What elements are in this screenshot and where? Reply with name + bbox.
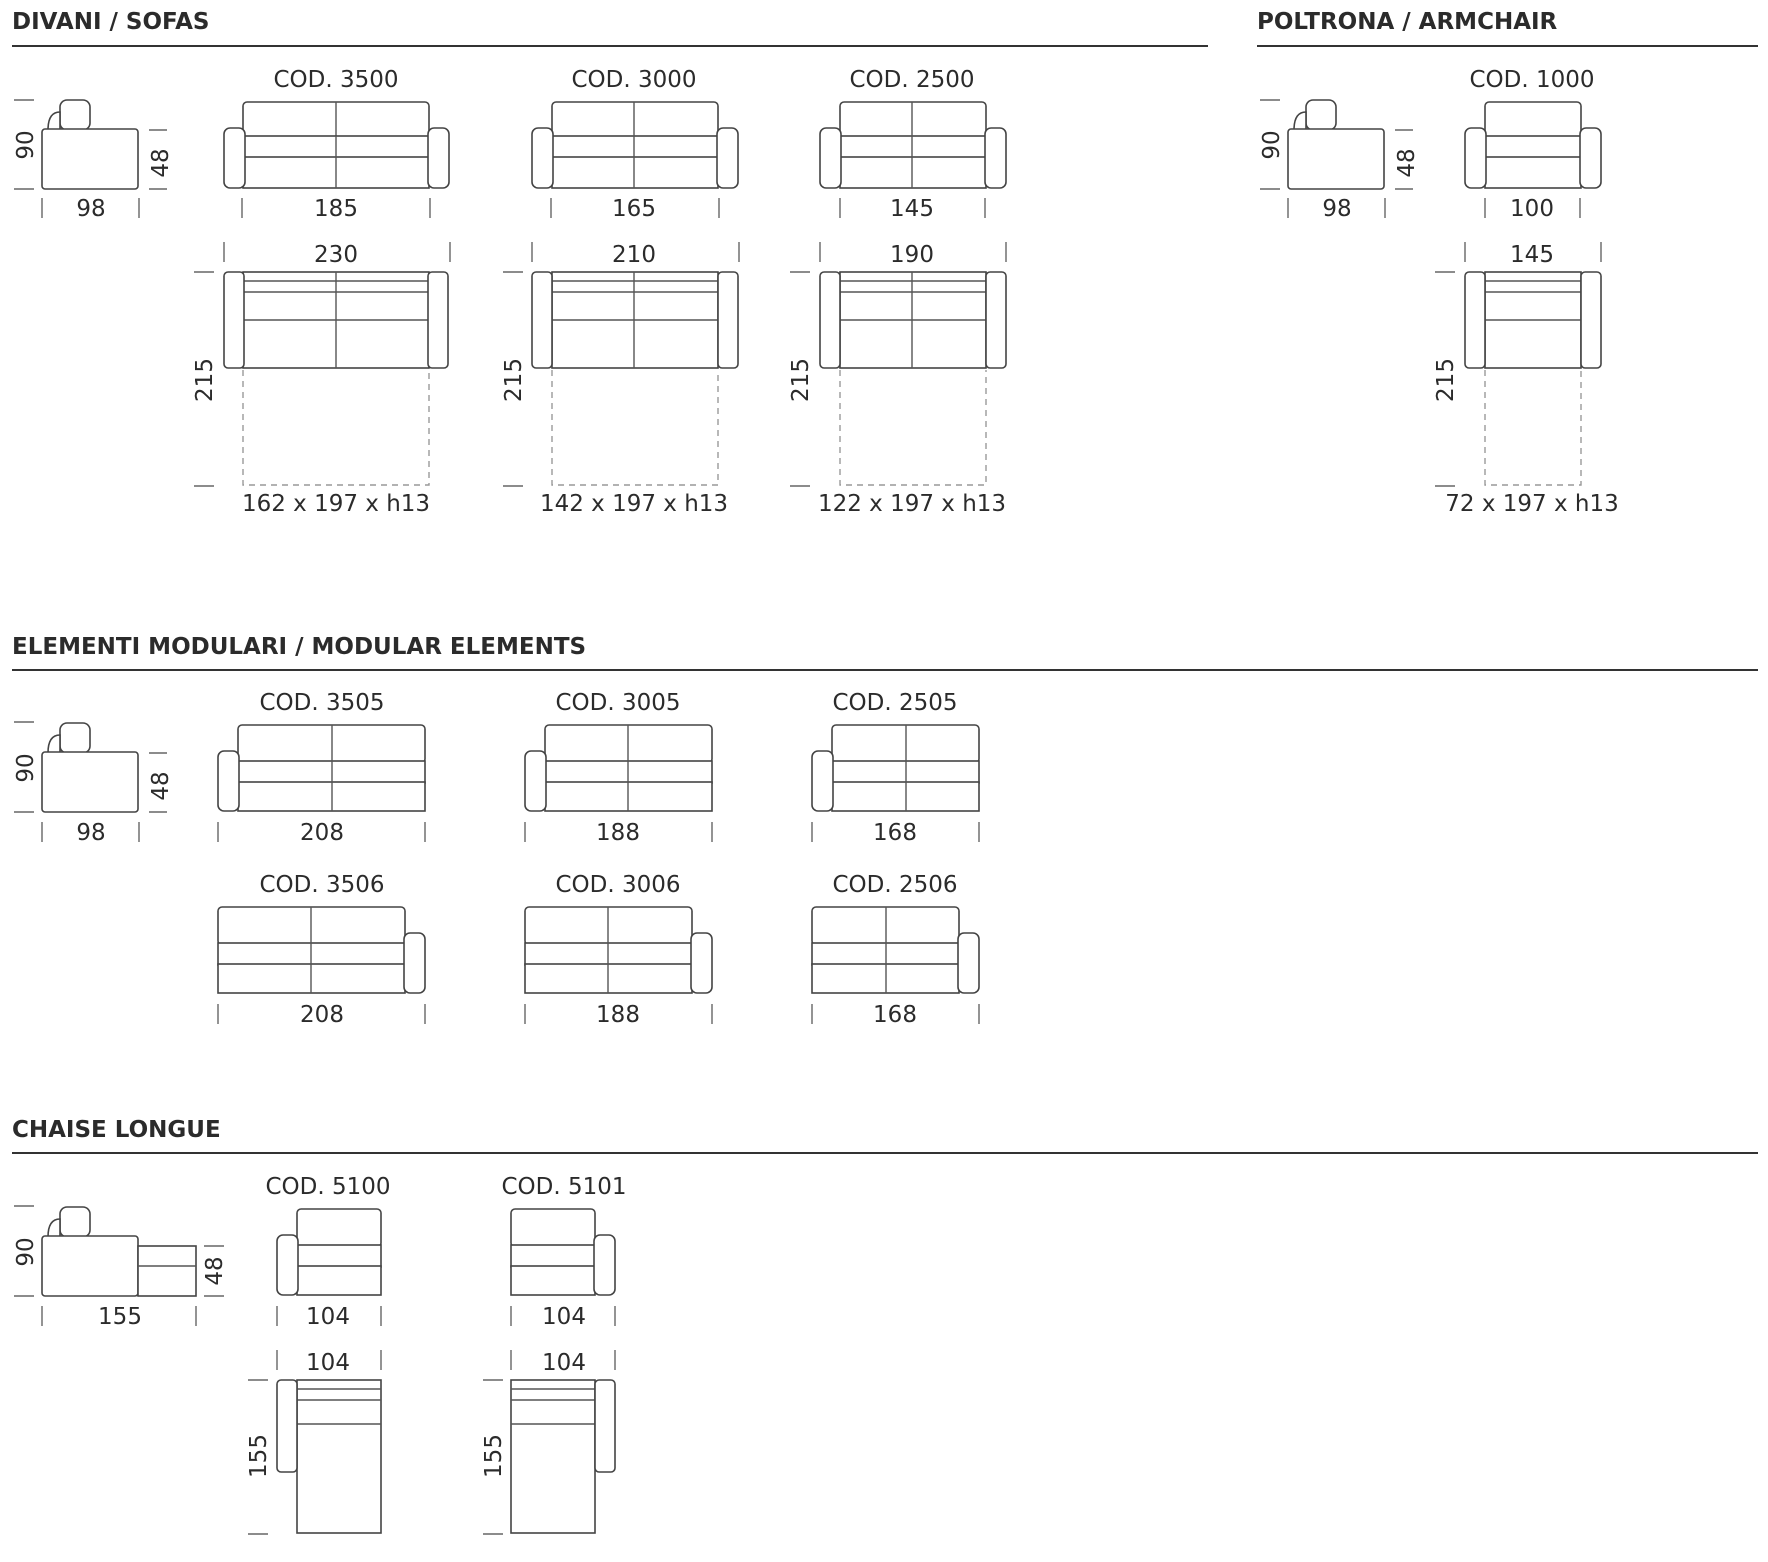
modular-3505: COD. 3505 208 (217, 690, 426, 846)
dim-depth: 98 (76, 196, 105, 222)
dim-open-width: 190 (890, 242, 934, 268)
dim-width: 185 (314, 196, 358, 222)
dim-height: 90 (1259, 130, 1285, 159)
dim-width: 188 (596, 820, 640, 846)
dim-height: 90 (13, 753, 39, 782)
product-code: COD. 5100 (265, 1174, 390, 1200)
product-code: COD. 2500 (849, 67, 974, 93)
dim-seat-height: 48 (148, 771, 174, 800)
side-view-armchair: 90 48 98 (1259, 99, 1420, 222)
dim-width: 208 (300, 820, 344, 846)
product-code: COD. 3006 (555, 872, 680, 898)
product-code: COD. 2505 (832, 690, 957, 716)
section-title-armchair: POLTRONA / ARMCHAIR (1257, 9, 1558, 35)
dim-open-depth: 215 (1433, 358, 1459, 402)
product-code: COD. 3005 (555, 690, 680, 716)
mattress-size: 142 x 197 x h13 (540, 491, 728, 517)
dim-height: 90 (13, 130, 39, 159)
product-code: COD. 5101 (501, 1174, 626, 1200)
modular-3506: COD. 3506 208 (217, 872, 426, 1028)
modular-3006: COD. 3006 188 (524, 872, 713, 1028)
dim-width: 168 (873, 1002, 917, 1028)
dim-seat-height: 48 (1394, 148, 1420, 177)
dim-width: 168 (873, 820, 917, 846)
dim-width: 145 (890, 196, 934, 222)
dim-width: 104 (306, 1304, 350, 1330)
dim-depth: 155 (98, 1304, 142, 1330)
sofa-3500: COD. 3500 185 230 215 162 x 197 x h13 (192, 67, 451, 517)
dim-top-width: 104 (542, 1350, 586, 1376)
modular-2506: COD. 2506 168 (811, 872, 980, 1028)
sofa-3000: COD. 3000 165 210 215 142 x 197 x h13 (501, 67, 740, 517)
mattress-size: 162 x 197 x h13 (242, 491, 430, 517)
sofa-2500: COD. 2500 145 190 215 122 x 197 x h13 (788, 67, 1007, 517)
side-view-chaise: 90 48 155 (13, 1205, 228, 1330)
dim-width: 188 (596, 1002, 640, 1028)
dim-open-width: 145 (1510, 242, 1554, 268)
dim-open-width: 210 (612, 242, 656, 268)
dim-width: 165 (612, 196, 656, 222)
dim-open-depth: 215 (788, 358, 814, 402)
dim-width: 104 (542, 1304, 586, 1330)
section-title-chaise: CHAISE LONGUE (12, 1117, 221, 1143)
dim-depth: 98 (76, 820, 105, 846)
product-code: COD. 3000 (571, 67, 696, 93)
mattress-size: 72 x 197 x h13 (1445, 491, 1618, 517)
product-code: COD. 3505 (259, 690, 384, 716)
dim-width: 208 (300, 1002, 344, 1028)
modular-2505: COD. 2505 168 (811, 690, 980, 846)
section-title-modular: ELEMENTI MODULARI / MODULAR ELEMENTS (12, 634, 586, 660)
side-view-sofas: 90 48 98 (13, 99, 174, 222)
product-code: COD. 2506 (832, 872, 957, 898)
dim-width: 100 (1510, 196, 1554, 222)
section-title-sofas: DIVANI / SOFAS (12, 9, 209, 35)
product-code: COD. 1000 (1469, 67, 1594, 93)
dim-depth: 98 (1322, 196, 1351, 222)
product-code: COD. 3506 (259, 872, 384, 898)
modular-3005: COD. 3005 188 (524, 690, 713, 846)
dim-height: 90 (13, 1237, 39, 1266)
dim-length: 155 (246, 1434, 272, 1478)
dim-seat-height: 48 (202, 1256, 228, 1285)
dim-seat-height: 48 (148, 148, 174, 177)
dim-length: 155 (481, 1434, 507, 1478)
side-view-modular: 90 48 98 (13, 721, 174, 846)
dim-open-width: 230 (314, 242, 358, 268)
chaise-5101: COD. 5101 104 104 155 (481, 1174, 627, 1535)
dim-open-depth: 215 (501, 358, 527, 402)
chaise-5100: COD. 5100 104 104 155 (246, 1174, 391, 1535)
mattress-size: 122 x 197 x h13 (818, 491, 1006, 517)
armchair-1000: COD. 1000 100 145 215 72 x 197 x h13 (1433, 67, 1619, 517)
dim-top-width: 104 (306, 1350, 350, 1376)
dim-open-depth: 215 (192, 358, 218, 402)
product-code: COD. 3500 (273, 67, 398, 93)
